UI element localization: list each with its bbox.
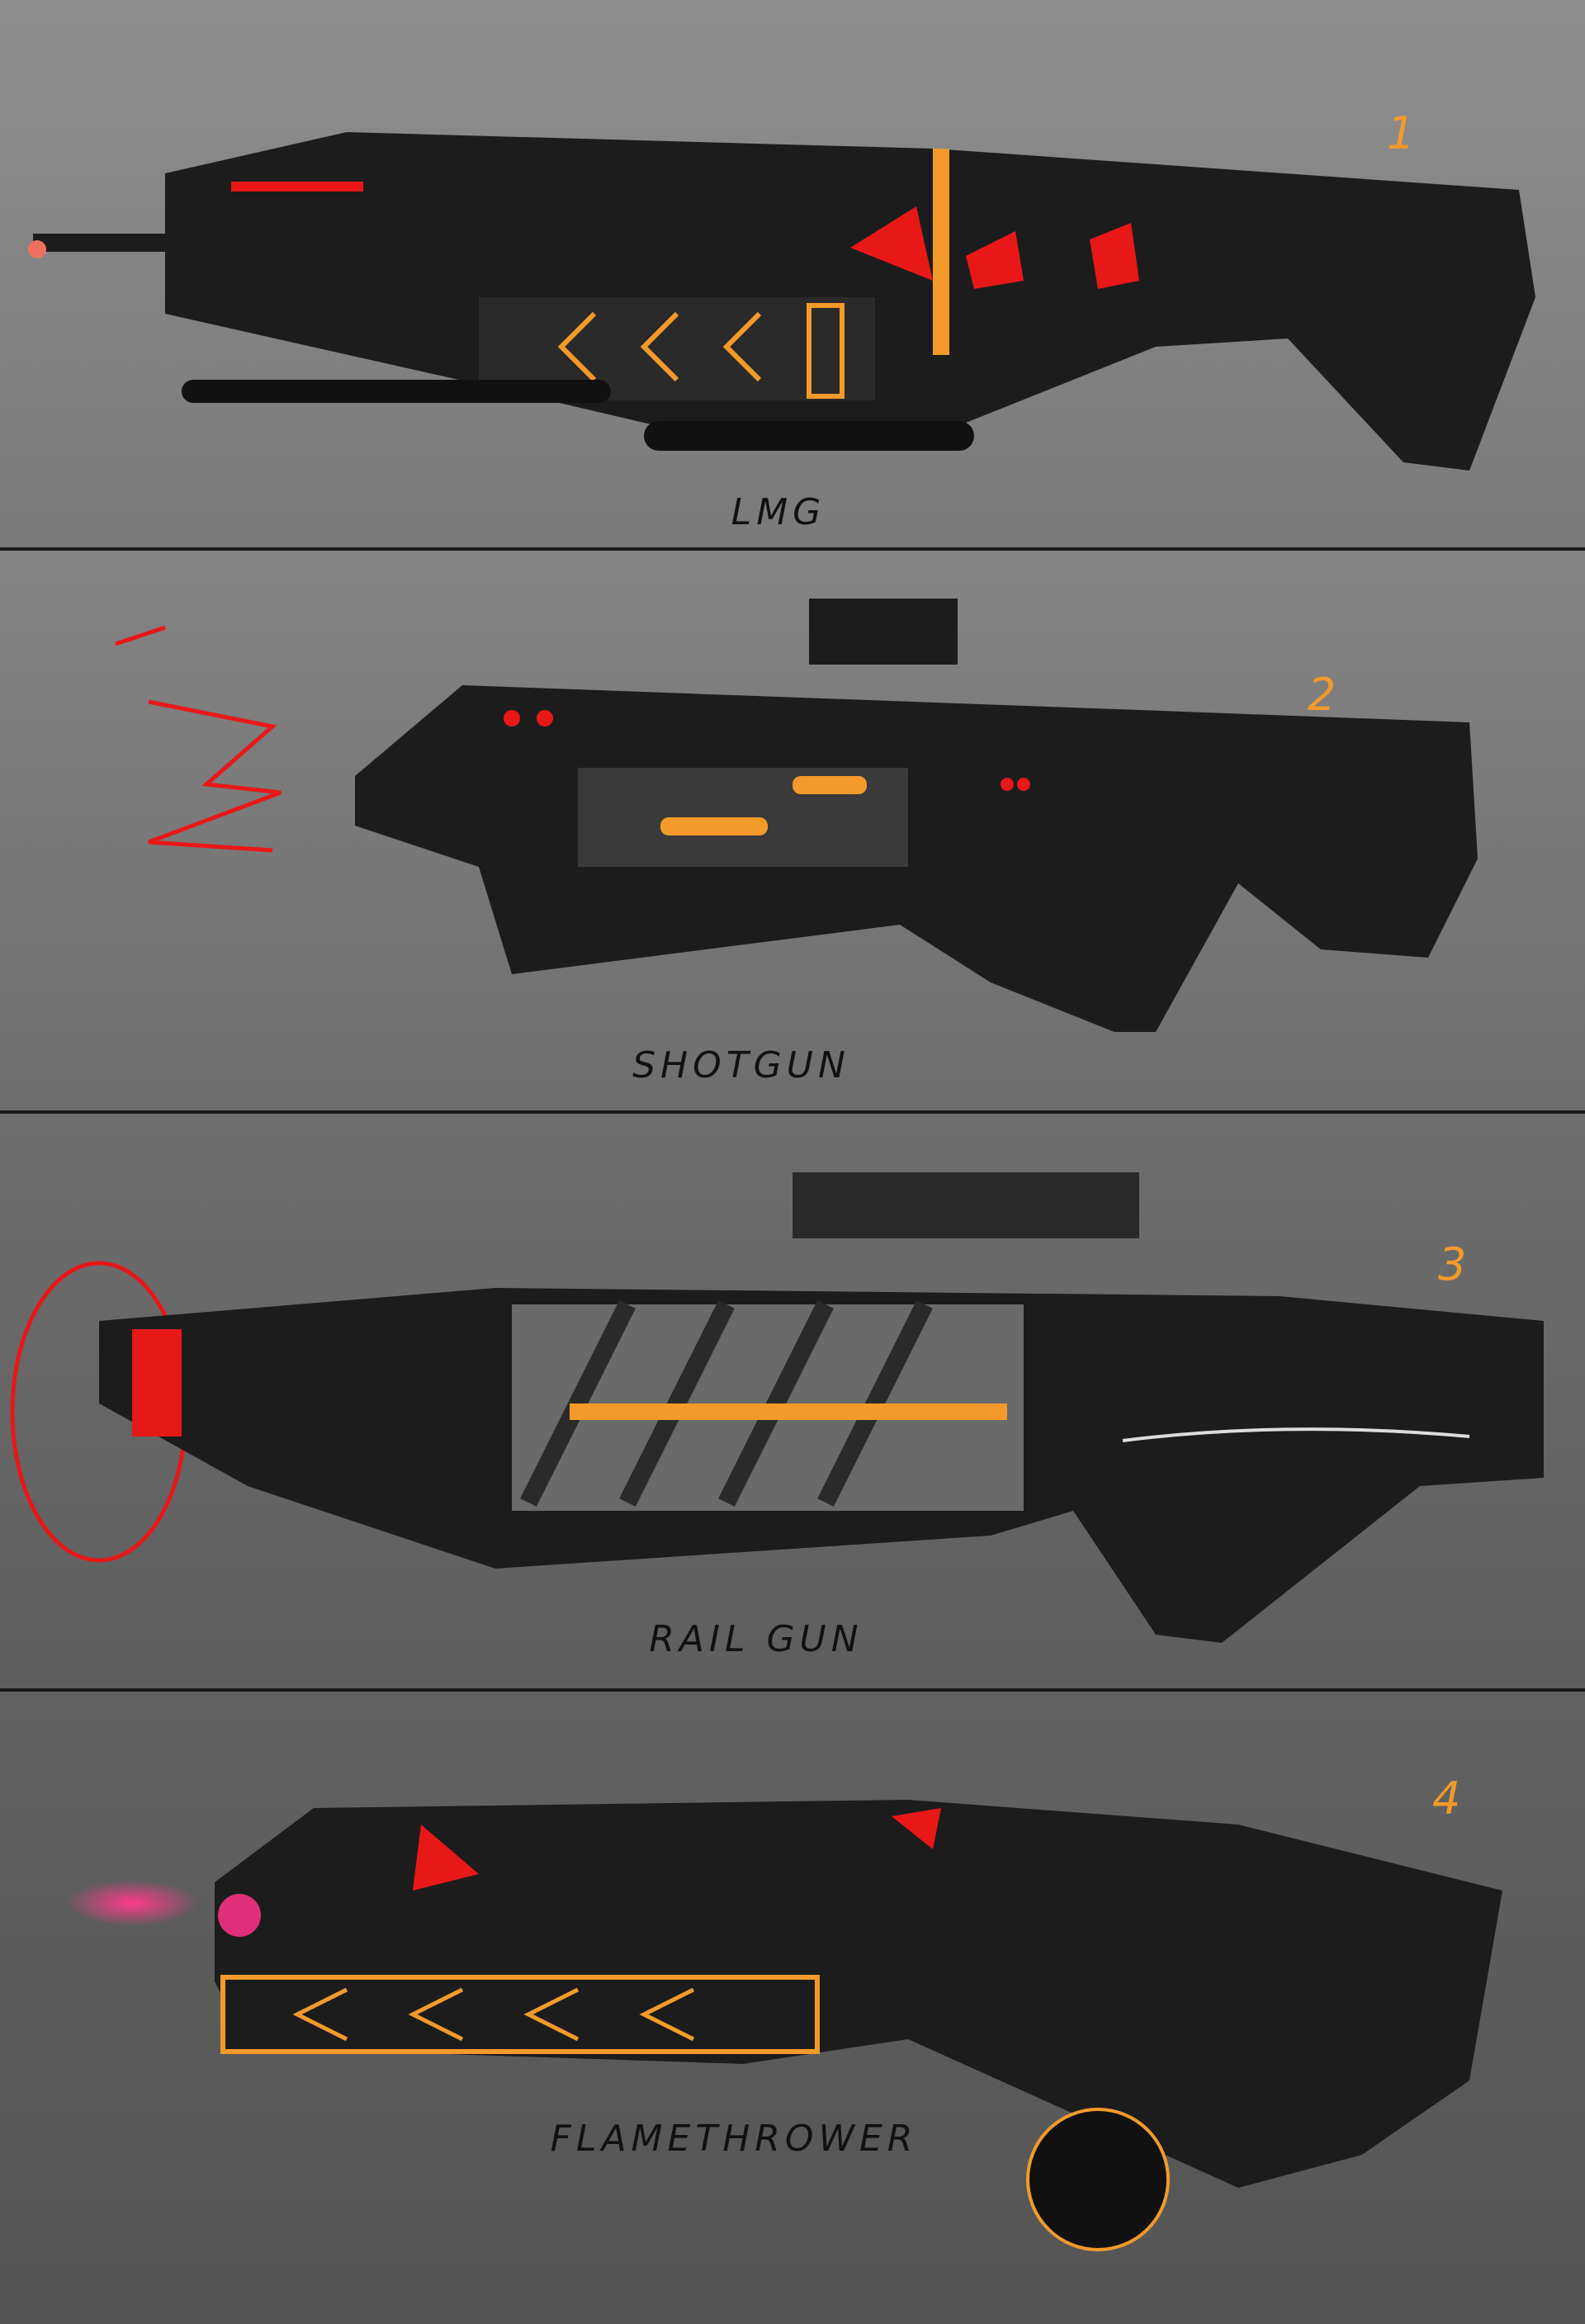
panel-number: 1 <box>1387 107 1415 159</box>
panel-shotgun: 2 SHOTGUN <box>0 551 1585 1112</box>
panel-flamethrower: 4 FLAMETHROWER <box>0 1692 1585 2324</box>
panel-number: 4 <box>1432 1773 1460 1825</box>
weapon-label: SHOTGUN <box>632 1044 850 1086</box>
flamethrower-sketch <box>66 1800 1502 2251</box>
rail-gun-sketch <box>10 1172 1544 1643</box>
panel-rail-gun: 3 RAIL GUN <box>0 1114 1585 1692</box>
divider <box>0 547 1585 551</box>
lmg-sketch <box>28 132 1535 471</box>
panel-lmg: 1 LMG <box>0 0 1585 549</box>
panel-number: 3 <box>1438 1238 1466 1290</box>
divider <box>0 1110 1585 1114</box>
weapon-label: RAIL GUN <box>649 1618 863 1660</box>
shotgun-sketch <box>115 599 1478 1032</box>
divider <box>0 1688 1585 1692</box>
weapon-label: FLAMETHROWER <box>551 2118 918 2160</box>
panel-number: 2 <box>1308 669 1336 721</box>
weapon-label: LMG <box>731 491 826 533</box>
